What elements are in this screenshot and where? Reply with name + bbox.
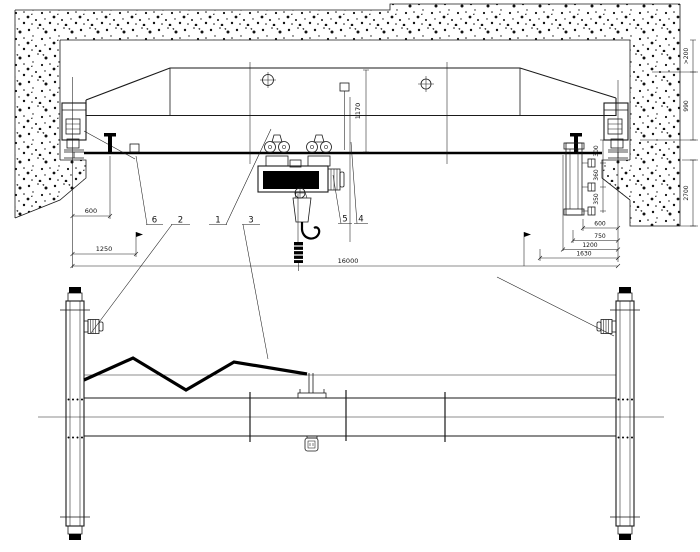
dim-left-600: 600 [85, 207, 97, 215]
runway-wheel [610, 138, 624, 149]
travel-drive-motor-right [596, 319, 617, 334]
dim-right-600: 600 [594, 221, 606, 228]
front-elevation-view: 600 1250 16000 1170 600 750 1200 1630 30 [14, 3, 698, 360]
plan-left-end-carriage [60, 287, 104, 540]
dim-span: 16000 [338, 257, 359, 265]
travel-drive-motor-left [83, 319, 104, 334]
building-structure [14, 3, 681, 227]
dim-top-clearance: >200 [683, 48, 690, 65]
right-wall [602, 40, 680, 226]
item-label-5: 5 [342, 215, 347, 225]
left-wall [15, 40, 86, 218]
plan-view [38, 276, 664, 540]
item-label-4: 4 [358, 215, 363, 225]
item-label-2: 2 [178, 216, 183, 226]
bolt-row [617, 398, 633, 439]
item-label-3: 3 [248, 216, 253, 226]
bolt-row [67, 398, 83, 439]
dim-bracket-360: 360 [593, 169, 600, 181]
dim-bracket-300: 300 [593, 145, 600, 157]
runway-wheel [66, 138, 80, 149]
buffer [69, 287, 81, 293]
item-label-6: 6 [152, 216, 157, 226]
cable-anchor-post [297, 373, 327, 399]
elevation-dimensions: 600 1250 16000 1170 600 750 1200 1630 30 [70, 39, 698, 269]
pendant-cable [294, 242, 303, 271]
buffer [619, 534, 631, 540]
buffer [619, 287, 631, 293]
bridge-girder [84, 62, 617, 242]
dim-left-1250: 1250 [96, 245, 113, 253]
limit-cam [129, 143, 140, 153]
plan-right-end-carriage [596, 287, 640, 540]
dim-bracket-350: 350 [593, 193, 600, 205]
dim-right-990: 990 [683, 100, 690, 112]
buffer [69, 534, 81, 540]
plan-girder [38, 390, 664, 442]
ceiling-slab [15, 4, 680, 40]
dim-right-1200: 1200 [582, 242, 597, 249]
cable-loop [83, 356, 308, 392]
dim-right-750: 750 [594, 233, 606, 240]
hook-icon [300, 222, 321, 240]
trolley-stop-bracket [339, 82, 350, 92]
hoist-motor [327, 168, 345, 191]
dim-right-1630: 1630 [576, 251, 591, 258]
trolley-wheels [264, 134, 332, 153]
limit-switch-box [304, 435, 319, 452]
right-rail-stop [570, 133, 582, 137]
conductor-bracket-assembly [562, 142, 596, 251]
rail-stops [104, 133, 582, 153]
datum-flag-left [135, 232, 143, 257]
target-symbol-right [418, 76, 434, 92]
wall-outlines [14, 3, 681, 227]
dim-right-2700: 2700 [683, 185, 690, 200]
festoon-conductor [83, 276, 616, 452]
target-symbol-left [260, 72, 276, 88]
rope-drum [263, 171, 319, 189]
item-label-1: 1 [215, 216, 220, 226]
item-callouts: 6 2 1 3 5 4 [90, 128, 368, 360]
electric-hoist-trolley [257, 134, 345, 271]
drive-pointer-line [496, 276, 615, 337]
dim-girder-height: 1170 [354, 103, 362, 120]
hoist-crossbeam [289, 159, 302, 168]
hook-block [292, 187, 321, 242]
left-rail-stop [104, 133, 116, 137]
runway-rail [64, 149, 84, 159]
datum-flag-right [523, 232, 531, 266]
left-end-truck [61, 102, 136, 160]
